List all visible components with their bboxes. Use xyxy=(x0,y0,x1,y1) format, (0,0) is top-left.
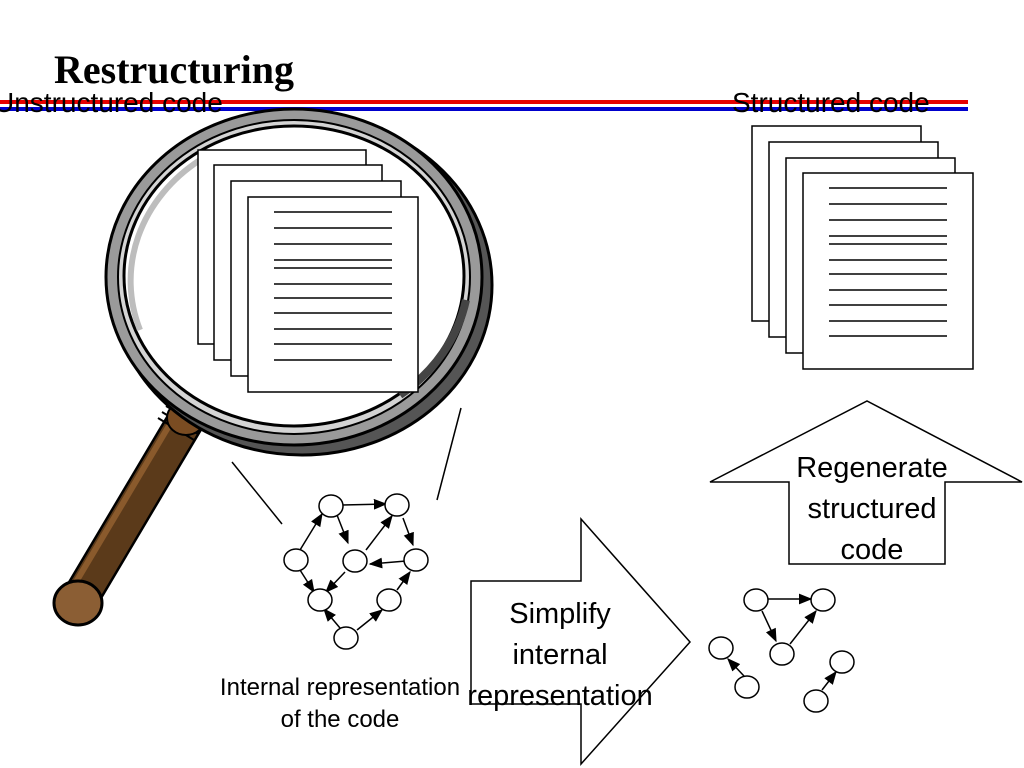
magnifying-glass-icon xyxy=(52,107,494,627)
structured-document-stack xyxy=(751,125,974,370)
regenerate-label: Regenerate structured code xyxy=(772,448,972,571)
arrow-up-icon xyxy=(709,400,1023,565)
regenerate-label-line3: code xyxy=(840,534,904,566)
regenerate-label-line1: Regenerate xyxy=(796,452,948,484)
simplify-label-line2: internal xyxy=(512,639,608,671)
zoom-guide-left xyxy=(231,461,283,525)
arrow-right-icon xyxy=(470,517,692,766)
magnifier-handle xyxy=(52,393,208,627)
internal-representation-label: Internal representation of the code xyxy=(180,672,500,736)
simplify-label: Simplify internal representation xyxy=(445,594,675,717)
unstructured-document-stack xyxy=(197,149,419,393)
simplified-graph xyxy=(708,588,855,713)
internal-label-line1: Internal representation xyxy=(219,674,461,701)
internal-label-line2: of the code xyxy=(280,706,400,733)
internal-representation-graph xyxy=(283,493,429,650)
structured-code-label: Structured code xyxy=(732,87,930,118)
slide-title: Restructuring xyxy=(54,47,294,92)
simplify-label-line1: Simplify xyxy=(509,598,611,630)
simplify-label-line3: representation xyxy=(467,680,653,712)
regenerate-label-line2: structured xyxy=(807,493,937,525)
zoom-guide-right xyxy=(436,407,462,501)
unstructured-code-label: Unstructured code xyxy=(0,87,223,118)
